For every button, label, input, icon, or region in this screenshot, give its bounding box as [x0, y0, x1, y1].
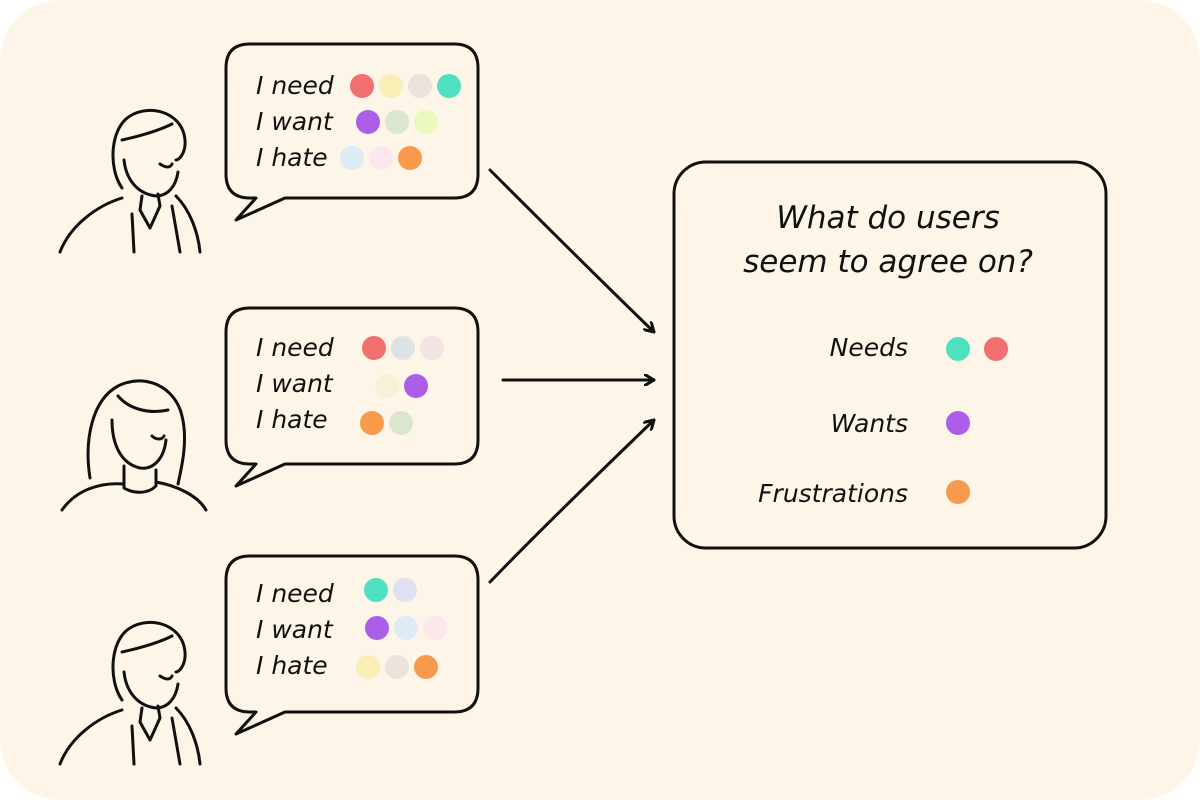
bubble-1-want-label: I want — [256, 107, 334, 136]
bubble-2-need-label: I need — [256, 333, 334, 362]
summary-needs-dots — [946, 337, 1008, 361]
bubble-3-need-dots — [364, 578, 417, 602]
beige-dot — [385, 655, 409, 679]
arrow-1 — [488, 168, 656, 334]
orange-dot — [946, 480, 970, 504]
summary-title-line-2: seem to agree on? — [743, 244, 1033, 280]
summary-wants-dots — [946, 411, 970, 435]
bubble-3-hate-label: I hate — [256, 651, 328, 680]
bubble-3-want-label: I want — [256, 615, 334, 644]
teal-dot — [437, 74, 461, 98]
summary-frustrations-dots — [946, 480, 970, 504]
speech-bubble-3 — [224, 554, 480, 736]
blush-dot — [420, 336, 444, 360]
pink-dot — [423, 616, 447, 640]
arrow-3 — [488, 418, 656, 584]
bubble-2-want-label: I want — [256, 369, 334, 398]
bubble-1-hate-dots — [340, 146, 422, 170]
male-user-icon — [58, 108, 202, 254]
bubble-2-need-dots — [362, 336, 444, 360]
summary-box — [672, 160, 1108, 550]
ivory-dot — [375, 374, 399, 398]
teal-dot — [946, 337, 970, 361]
bubble-1-want-dots — [356, 110, 438, 134]
gray-dot — [391, 336, 415, 360]
orange-dot — [414, 655, 438, 679]
user-3-avatar — [58, 620, 202, 766]
speech-bubble-2 — [224, 306, 480, 488]
lavender-dot — [393, 578, 417, 602]
summary-title-line-1: What do users — [776, 200, 1000, 236]
orange-dot — [398, 146, 422, 170]
male-user-icon — [58, 620, 202, 766]
pink-dot — [369, 146, 393, 170]
lightblue-dot — [340, 146, 364, 170]
cream-dot — [379, 74, 403, 98]
red-dot — [362, 336, 386, 360]
bubble-1-need-dots — [350, 74, 461, 98]
bubble-3-want-dots — [365, 616, 447, 640]
teal-dot — [364, 578, 388, 602]
cream-dot — [356, 655, 380, 679]
summary-needs-label: Needs — [830, 333, 908, 362]
orange-dot — [360, 411, 384, 435]
lightblue-dot — [394, 616, 418, 640]
bubble-2-hate-label: I hate — [256, 405, 328, 434]
bubble-2-hate-dots — [360, 411, 413, 435]
purple-dot — [356, 110, 380, 134]
user-1-avatar — [58, 108, 202, 254]
red-dot — [984, 337, 1008, 361]
beige-dot — [408, 74, 432, 98]
bubble-3-hate-dots — [356, 655, 438, 679]
lime-dot — [414, 110, 438, 134]
sage-dot — [385, 110, 409, 134]
bubble-1-need-label: I need — [256, 71, 334, 100]
female-user-icon — [60, 379, 208, 512]
summary-wants-label: Wants — [831, 409, 908, 438]
purple-dot — [946, 411, 970, 435]
summary-frustrations-label: Frustrations — [758, 479, 908, 508]
bubble-3-need-label: I need — [256, 579, 334, 608]
red-dot — [350, 74, 374, 98]
bubble-2-want-dots — [375, 374, 428, 398]
sage-dot — [389, 411, 413, 435]
purple-dot — [404, 374, 428, 398]
user-2-avatar — [60, 379, 208, 512]
purple-dot — [365, 616, 389, 640]
bubble-1-hate-label: I hate — [256, 143, 328, 172]
